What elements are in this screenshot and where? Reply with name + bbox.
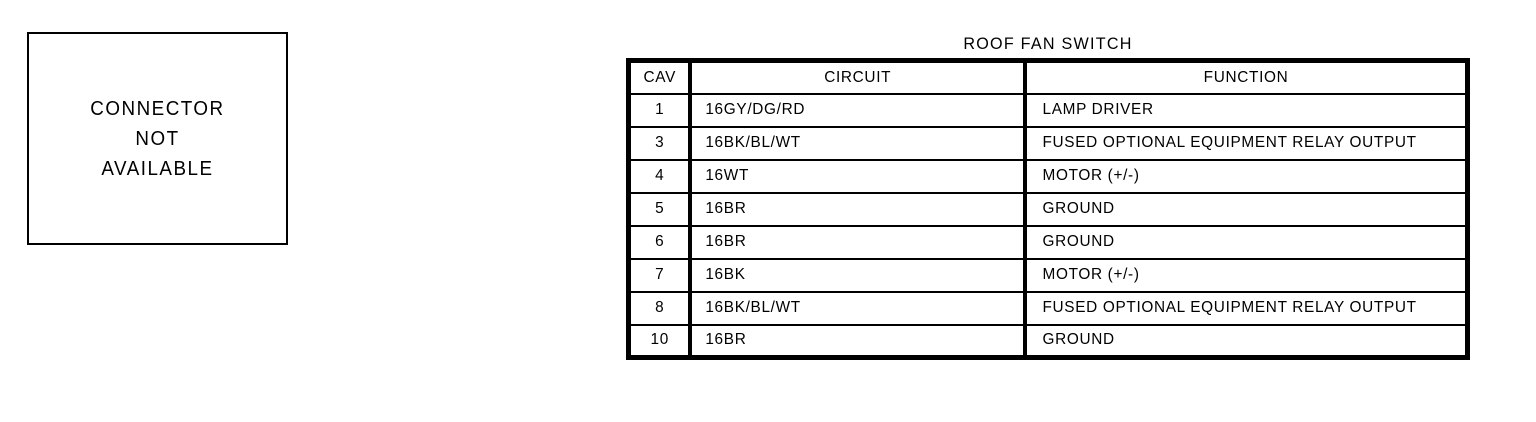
cell-function: MOTOR (+/-)	[1033, 257, 1459, 293]
cell-function: FUSED OPTIONAL EQUIPMENT RELAY OUTPUT	[1033, 125, 1459, 161]
column-header-cav: CAV	[629, 60, 691, 95]
cell-circuit: 16BR	[696, 323, 1021, 358]
cell-circuit: 16BK/BL/WT	[696, 290, 1021, 326]
cell-function: GROUND	[1033, 191, 1459, 227]
cell-circuit: 16WT	[696, 158, 1021, 194]
cell-circuit: 16BK/BL/WT	[696, 125, 1021, 161]
cell-circuit: 16BR	[696, 224, 1021, 260]
connector-not-available-message: CONNECTOR NOT AVAILABLE	[90, 94, 224, 184]
connector-message-line-2: NOT	[135, 127, 180, 150]
cell-function: FUSED OPTIONAL EQUIPMENT RELAY OUTPUT	[1033, 290, 1459, 326]
cell-function: LAMP DRIVER	[1033, 92, 1459, 128]
cell-cav: 7	[629, 257, 691, 293]
cell-cav: 1	[629, 92, 691, 128]
cell-cav: 6	[629, 224, 691, 260]
table-header-row: CAV CIRCUIT FUNCTION	[629, 60, 1468, 95]
cell-cav: 3	[629, 125, 691, 161]
cell-cav: 8	[629, 290, 691, 326]
connector-message-line-1: CONNECTOR	[90, 97, 225, 120]
pinout-table-header: CAV CIRCUIT FUNCTION	[629, 60, 1468, 95]
cell-circuit: 16BR	[696, 191, 1021, 227]
cell-cav: 4	[629, 158, 691, 194]
column-header-function: FUNCTION	[1033, 60, 1459, 95]
cell-cav: 5	[629, 191, 691, 227]
table-title: ROOF FAN SWITCH	[963, 34, 1133, 53]
cell-circuit: 16BK	[696, 257, 1021, 293]
column-header-circuit: CIRCUIT	[696, 60, 1021, 95]
cell-function: GROUND	[1033, 224, 1459, 260]
cell-function: MOTOR (+/-)	[1033, 158, 1459, 194]
connector-illustration-panel: CONNECTOR NOT AVAILABLE	[27, 32, 288, 245]
cell-circuit: 16GY/DG/RD	[696, 92, 1021, 128]
connector-message-line-3: AVAILABLE	[101, 157, 214, 180]
cell-cav: 10	[629, 323, 691, 358]
cell-function: GROUND	[1033, 323, 1459, 358]
